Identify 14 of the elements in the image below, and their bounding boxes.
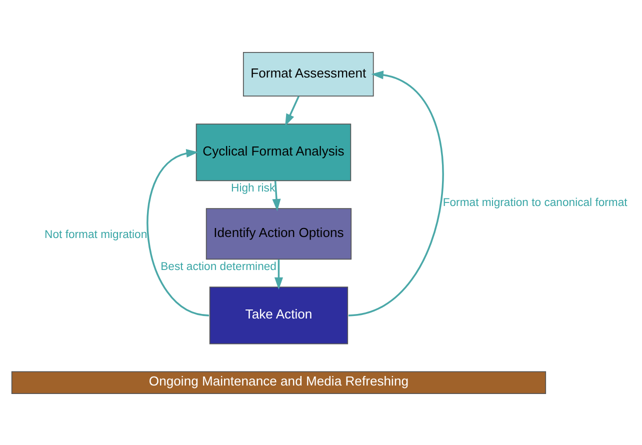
node-box: Identify Action Options [206, 208, 352, 260]
arrow [348, 70, 444, 316]
edge-label: Best action determined [160, 260, 276, 273]
edge-label: Not format migration [44, 228, 148, 240]
node-box: Cyclical Format Analysis [196, 123, 352, 181]
arrow [274, 259, 283, 290]
node-box: Format Assessment [242, 52, 374, 96]
arrow [272, 180, 281, 211]
arrow [146, 148, 210, 316]
node-box: Take Action [209, 286, 348, 344]
arrow [285, 96, 300, 126]
node-box: Ongoing Maintenance and Media Refreshing [11, 370, 546, 394]
edge-label: Format migration to canonical format [442, 196, 628, 208]
edge-label: High risk [231, 182, 276, 194]
